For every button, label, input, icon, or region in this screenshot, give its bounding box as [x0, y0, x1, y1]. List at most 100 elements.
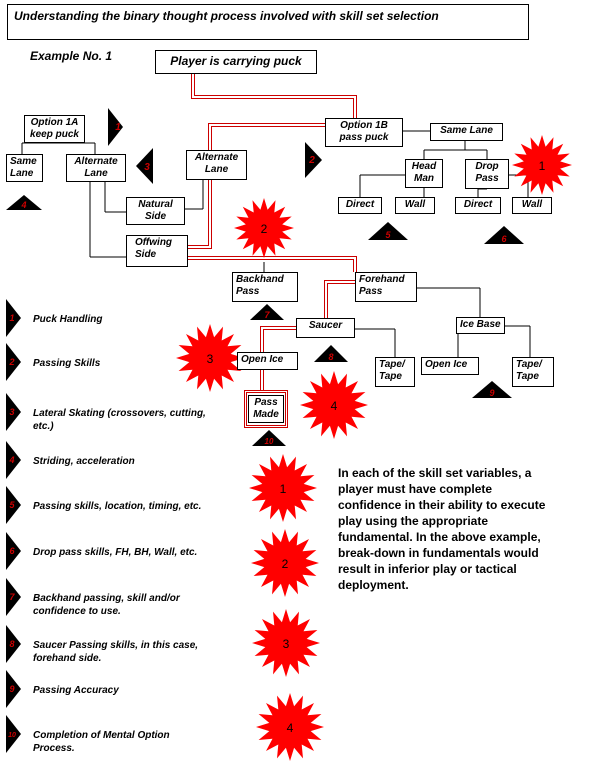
- legend-arrow-shape: [6, 486, 21, 524]
- legend-arrow-shape: [6, 670, 21, 708]
- connector-lines: [21, 130, 531, 357]
- legend-arrow-10: 10: [6, 715, 21, 753]
- legend-item-6: Drop pass skills, FH, BH, Wall, etc.: [33, 547, 198, 558]
- option-1a-node: Option 1A keep puck: [24, 115, 85, 143]
- legend-item-5: Passing skills, location, timing, etc.: [33, 501, 202, 512]
- marker-2: 2: [305, 142, 322, 178]
- starburst-5: 1: [249, 454, 317, 522]
- legend-arrow-number: 2: [8, 357, 14, 367]
- legend-arrow-2: 2: [6, 343, 21, 381]
- root-node: Player is carrying puck: [155, 50, 317, 74]
- starburst-shape: [251, 529, 319, 597]
- legend-item-8: Saucer Passing skills, in this case, for…: [33, 640, 199, 664]
- legend-item-4: Striding, acceleration: [33, 456, 135, 467]
- legend-item-7: Backhand passing, skill and/or confidenc…: [33, 593, 180, 617]
- starburst-1: 1: [512, 135, 572, 195]
- tape-tape-node-1: Tape/ Tape: [375, 357, 415, 387]
- legend-arrow-shape: [6, 343, 21, 381]
- open-ice-node-2: Open Ice: [421, 357, 479, 375]
- pass-made-node: Pass Made: [244, 390, 288, 428]
- marker-8: 8: [314, 345, 348, 362]
- selected-path: [188, 73, 357, 393]
- open-ice-node-1: Open Ice: [237, 352, 298, 370]
- legend-arrow-number: 1: [9, 313, 14, 323]
- starburst-shape: [249, 454, 317, 522]
- direct-node-1: Direct: [338, 197, 382, 214]
- saucer-node: Saucer: [296, 318, 355, 338]
- page-title: Understanding the binary thought process…: [7, 4, 529, 40]
- legend-arrow-number: 9: [9, 684, 14, 694]
- legend-arrow-number: 6: [9, 546, 15, 556]
- starbursts: 1 2 3 4 1 2 3 4: [176, 135, 572, 761]
- marker-label: 4: [20, 200, 26, 210]
- starburst-label: 3: [283, 637, 290, 651]
- marker-label: 1: [115, 122, 121, 133]
- starburst-2: 2: [234, 198, 294, 258]
- marker-1: 1: [108, 108, 123, 146]
- legend-arrow-number: 8: [9, 639, 14, 649]
- option-1a-line1: Option 1A: [30, 117, 79, 128]
- legend-arrow-number: 10: [8, 732, 16, 739]
- legend-arrow-3: 3: [6, 393, 21, 431]
- starburst-shape: [176, 324, 244, 392]
- starburst-label: 2: [261, 222, 268, 236]
- starburst-shape: [234, 198, 294, 258]
- option-1b-line2: pass puck: [339, 132, 389, 143]
- starburst-4: 4: [300, 371, 368, 439]
- legend-arrow-number: 5: [9, 500, 15, 510]
- legend-arrow-5: 5: [6, 486, 21, 524]
- marker-label: 9: [489, 388, 494, 398]
- option-1a-line2: keep puck: [30, 129, 79, 140]
- legend-arrow-shape: [6, 393, 21, 431]
- starburst-label: 4: [331, 399, 338, 413]
- forehand-pass-node: Forehand Pass: [355, 272, 417, 302]
- alternate-lane-left-node: Alternate Lane: [66, 154, 126, 182]
- backhand-pass-node: Backhand Pass: [232, 272, 298, 302]
- legend-arrow-shape: [6, 578, 21, 616]
- starburst-8: 4: [256, 693, 324, 761]
- legend-arrow-shape: [6, 441, 21, 479]
- description-text: In each of the skill set variables, a pl…: [338, 466, 546, 592]
- starburst-label: 1: [539, 159, 546, 173]
- starburst-shape: [256, 693, 324, 761]
- marker-6: 6: [484, 226, 524, 244]
- legend-arrow-number: 4: [8, 455, 14, 465]
- marker-7: 7: [250, 304, 284, 320]
- starburst-shape: [300, 371, 368, 439]
- tape-tape-node-2: Tape/ Tape: [512, 357, 554, 387]
- starburst-label: 1: [280, 482, 287, 496]
- option-1b-node: Option 1B pass puck: [325, 118, 403, 147]
- legend-item-1: Puck Handling: [33, 314, 103, 325]
- option-1b-line1: Option 1B: [340, 120, 388, 131]
- starburst-7: 3: [252, 609, 320, 677]
- marker-label: 5: [385, 230, 391, 240]
- marker-9: 9: [472, 381, 512, 398]
- marker-label: 2: [308, 155, 315, 166]
- starburst-shape: [512, 135, 572, 195]
- legend-arrow-shape: [6, 715, 21, 753]
- legend-arrow-shape: [6, 299, 21, 337]
- legend-arrow-4: 4: [6, 441, 21, 479]
- legend-arrow-6: 6: [6, 532, 21, 570]
- ice-base-node: Ice Base: [456, 317, 505, 334]
- legend-arrow-shape: [6, 625, 21, 663]
- marker-label: 8: [328, 352, 333, 362]
- starburst-label: 3: [207, 352, 214, 366]
- wall-node-1: Wall: [395, 197, 435, 214]
- starburst-3: 3: [176, 324, 244, 392]
- starburst-label: 4: [287, 721, 294, 735]
- offwing-side-node: Offwing Side: [126, 235, 188, 267]
- marker-4: 4: [6, 195, 42, 210]
- direct-node-2: Direct: [455, 197, 501, 214]
- natural-side-node: Natural Side: [126, 197, 185, 225]
- legend-item-2: Passing Skills: [33, 358, 101, 369]
- marker-label: 6: [501, 234, 507, 244]
- starburst-shape: [252, 609, 320, 677]
- starburst-label: 2: [282, 557, 289, 571]
- legend-arrow-number: 3: [9, 407, 14, 417]
- marker-label: 7: [264, 310, 270, 320]
- example-label: Example No. 1: [30, 49, 113, 63]
- starburst-6: 2: [251, 529, 319, 597]
